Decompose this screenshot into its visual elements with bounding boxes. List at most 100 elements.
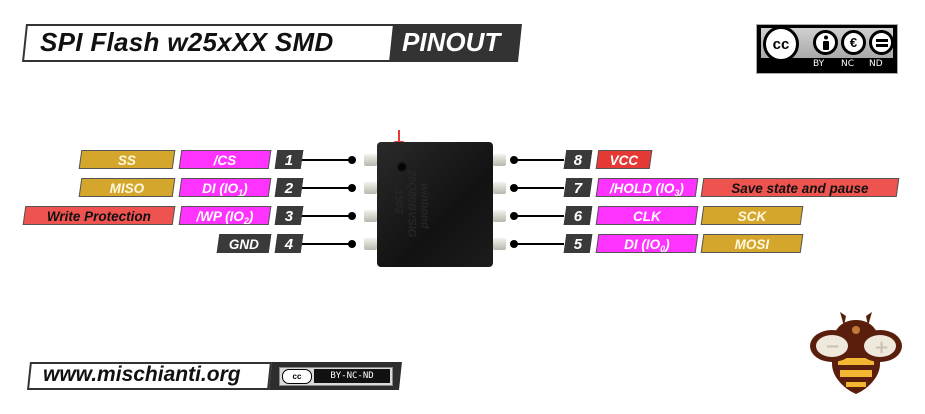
pin-2-function-suffix: ) [243,181,248,196]
wire-pin-6 [512,215,564,217]
chip-pin-7 [493,182,506,194]
wire-dot-pin-6 [510,212,518,220]
chip-pin-5 [493,238,506,250]
page-subtitle: PINOUT [402,27,501,57]
pin-8-number-text: 8 [573,152,583,169]
pin-5-alt-text: MOSI [734,237,770,252]
pin-5-alt-label: MOSI [700,234,804,253]
wire-dot-pin-7 [510,184,518,192]
cc-license-badge[interactable]: cc € BY NC ND [756,24,898,74]
pin-4-function-label: GND [216,234,272,253]
chip-marking-brand: winbond [418,182,431,230]
nc-icon: € [841,30,866,55]
chip-pin-3 [364,210,377,222]
chip-pin-2 [364,182,377,194]
pin-3-function-suffix: ) [248,209,254,224]
chip-marking-part: 25Q80BVSIG [405,168,418,239]
pin-7-number-text: 7 [573,180,583,197]
cc-labels: BY NC ND [757,58,897,72]
pin-3-number-text: 3 [284,208,294,225]
wire-pin-2 [300,187,352,189]
cc-icon: cc [763,26,799,62]
pin-4-function-text: GND [228,237,259,252]
pin-6-alt-text: SCK [737,209,767,224]
nd-icon [869,30,894,55]
pin-1-alt-text: SS [117,153,136,168]
cc-badge-inner: cc € [761,26,894,62]
bee-antennae [840,312,872,326]
cc-label-by: BY [813,59,825,69]
site-url-link[interactable]: www.mischianti.org [43,363,241,386]
wire-pin-5 [512,243,564,245]
pin-7-alt-text: Save state and pause [731,181,869,196]
footer-cc-badge[interactable]: cc BY-NC-ND [279,367,393,386]
wire-dot-pin-3 [348,212,356,220]
chip-marking: winbond 25Q80BVSIG 1503 [392,145,431,262]
pin1-dot-marker [397,162,407,172]
bee-head-spot [852,326,860,334]
pin-1-number: 1 [274,150,304,169]
pin-8-number: 8 [563,150,593,169]
pin-7-function-suffix: ) [679,181,684,196]
chip-pin-1 [364,154,377,166]
wire-pin-1 [300,159,352,161]
pin-7-number: 7 [563,178,593,197]
wire-dot-pin-1 [348,156,356,164]
chip-pin-6 [493,210,506,222]
pin1-arrow-shaft [398,130,400,144]
pin-4-number-text: 4 [284,236,294,253]
pin-2-number: 2 [274,178,304,197]
pin-5-function-label: DI (IO0) [595,234,699,254]
pin-7-alt-label: Save state and pause [700,178,900,197]
pin-6-number-text: 6 [573,208,583,225]
wire-dot-pin-4 [348,240,356,248]
bee-logo-icon[interactable]: − + [808,306,904,396]
pin-3-function-text: /WP (IO2) [181,208,269,226]
pin-1-function-text: /CS [213,153,237,168]
pin-8-function-text: VCC [609,153,639,168]
by-icon [813,30,838,55]
pin-6-function-label: CLK [595,206,699,225]
pin-7-function-text: /HOLD (IO3) [598,180,696,198]
pin-7-function-main: /HOLD (IO [609,181,675,196]
pin-2-function-text: DI (IO1) [181,180,269,198]
pin-5-function-text: DI (IO0) [598,236,696,254]
wire-dot-pin-8 [510,156,518,164]
pin-2-alt-label: MISO [78,178,176,197]
chip-pin-4 [364,238,377,250]
bee-plus-text: + [874,337,889,358]
pin-2-alt-text: MISO [109,181,145,196]
wire-pin-7 [512,187,564,189]
pin-3-alt-text: Write Protection [46,209,151,224]
wire-dot-pin-2 [348,184,356,192]
flash-chip: winbond 25Q80BVSIG 1503 [377,142,493,267]
pin-5-function-suffix: ) [665,237,670,252]
pin-5-function-main: DI (IO [624,237,661,252]
pin-2-number-text: 2 [284,180,294,197]
cc-label-nd: ND [869,59,883,69]
chip-pin-8 [493,154,506,166]
cc-label-nc: NC [841,59,855,69]
footer-license-text: BY-NC-ND [314,369,390,383]
pin-5-number: 5 [563,234,593,253]
pin-8-function-label: VCC [595,150,653,169]
wire-dot-pin-5 [510,240,518,248]
pin-5-number-text: 5 [573,236,583,253]
bee-stripes [838,358,874,387]
pin-1-alt-label: SS [78,150,176,169]
pin-2-function-label: DI (IO1) [178,178,272,198]
pin-7-function-label: /HOLD (IO3) [595,178,699,198]
wire-pin-4 [300,243,352,245]
pin-3-function-main: /WP (IO [196,209,244,224]
bee-minus-text: − [825,336,840,357]
footer-cc-icon: cc [282,369,312,384]
page-title: SPI Flash w25xXX SMD [40,27,334,57]
pin-6-alt-label: SCK [700,206,804,225]
title-banner: SPI Flash w25xXX SMD PINOUT [22,24,522,62]
pin-1-number-text: 1 [284,152,294,169]
footer-banner: www.mischianti.org cc BY-NC-ND [27,362,402,390]
pin-6-number: 6 [563,206,593,225]
wire-pin-3 [300,215,352,217]
pin-3-number: 3 [274,206,304,225]
pin-4-number: 4 [274,234,304,253]
